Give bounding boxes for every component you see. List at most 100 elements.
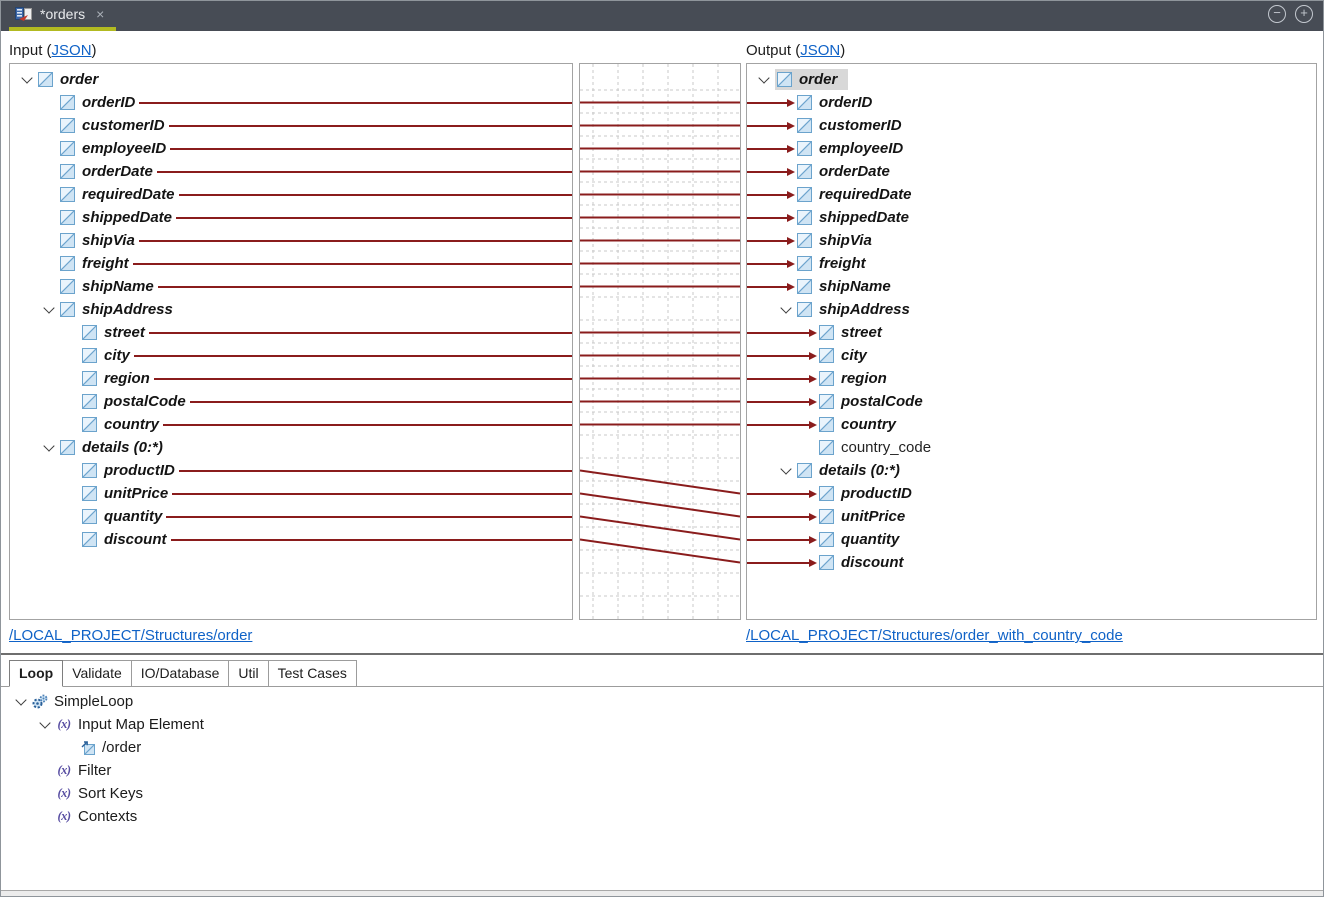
output-tree-item-unitprice[interactable]: unitPrice	[747, 505, 1316, 528]
input-tree-item-country[interactable]: country	[10, 413, 572, 436]
input-item-label: orderDate	[82, 163, 153, 180]
output-header-suffix: )	[840, 42, 846, 59]
input-tree-item-orderdate[interactable]: orderDate	[10, 160, 572, 183]
loop-tree-item-filter[interactable]: (x)Filter	[1, 759, 204, 782]
chevron-down-icon[interactable]	[11, 694, 31, 706]
output-tree-item-details-0[interactable]: details (0:*)	[747, 459, 1316, 482]
chevron-down-icon[interactable]	[753, 68, 775, 91]
output-tree-item-quantity[interactable]: quantity	[747, 528, 1316, 551]
output-tree-item-region[interactable]: region	[747, 367, 1316, 390]
input-tree-item-street[interactable]: street	[10, 321, 572, 344]
input-item-label: order	[60, 71, 99, 88]
output-json-link[interactable]: JSON	[800, 42, 841, 59]
input-tree-item-region[interactable]: region	[10, 367, 572, 390]
input-tree-item-city[interactable]: city	[10, 344, 572, 367]
mapping-line	[172, 492, 572, 495]
input-tree-item-orderid[interactable]: orderID	[10, 91, 572, 114]
element-icon	[82, 348, 97, 363]
document-tab-orders[interactable]: *orders ×	[9, 1, 112, 27]
input-tree-item-shipvia[interactable]: shipVia	[10, 229, 572, 252]
input-tree-item-productid[interactable]: productID	[10, 459, 572, 482]
input-json-link[interactable]: JSON	[51, 42, 92, 59]
input-structure-link[interactable]: /LOCAL_PROJECT/Structures/order	[9, 627, 253, 644]
input-tree-item-customerid[interactable]: customerID	[10, 114, 572, 137]
mapping-line	[153, 377, 572, 380]
input-tree-item-order[interactable]: order	[10, 68, 572, 91]
output-item-label: country	[841, 416, 897, 433]
element-icon	[819, 417, 834, 432]
loop-tree-item-sort-keys[interactable]: (x)Sort Keys	[1, 782, 204, 805]
tab-validate[interactable]: Validate	[63, 660, 132, 686]
loop-tree-item-contexts[interactable]: (x)Contexts	[1, 805, 204, 828]
input-tree-item-discount[interactable]: discount	[10, 528, 572, 551]
output-tree-item-orderdate[interactable]: orderDate	[747, 160, 1316, 183]
input-tree-item-shipaddress[interactable]: shipAddress	[10, 298, 572, 321]
chevron-spacer	[38, 206, 60, 229]
output-tree-item-shipvia[interactable]: shipVia	[747, 229, 1316, 252]
chevron-down-icon[interactable]	[38, 298, 60, 321]
input-item-label: orderID	[82, 94, 136, 111]
output-tree-item-shippeddate[interactable]: shippedDate	[747, 206, 1316, 229]
input-tree-item-unitprice[interactable]: unitPrice	[10, 482, 572, 505]
maximize-icon[interactable]: +	[1295, 5, 1313, 23]
input-tree-item-postalcode[interactable]: postalCode	[10, 390, 572, 413]
output-tree-item-postalcode[interactable]: postalCode	[747, 390, 1316, 413]
output-item-label: city	[841, 347, 867, 364]
tab-loop[interactable]: Loop	[9, 660, 64, 687]
output-tree-item-requireddate[interactable]: requiredDate	[747, 183, 1316, 206]
chevron-spacer	[60, 505, 82, 528]
output-tree-item-city[interactable]: city	[747, 344, 1316, 367]
input-tree-item-requireddate[interactable]: requiredDate	[10, 183, 572, 206]
output-tree-item-orderid[interactable]: orderID	[747, 91, 1316, 114]
output-header: Output (JSON)	[746, 42, 845, 59]
mapping-arrow	[747, 397, 817, 406]
output-tree-item-customerid[interactable]: customerID	[747, 114, 1316, 137]
output-tree-item-discount[interactable]: discount	[747, 551, 1316, 574]
output-tree-item-freight[interactable]: freight	[747, 252, 1316, 275]
input-tree-item-freight[interactable]: freight	[10, 252, 572, 275]
chevron-down-icon[interactable]	[35, 717, 55, 729]
element-icon	[797, 279, 812, 294]
output-tree-item-country[interactable]: country	[747, 413, 1316, 436]
input-tree-item-details-0[interactable]: details (0:*)	[10, 436, 572, 459]
input-tree-item-shipname[interactable]: shipName	[10, 275, 572, 298]
chevron-down-icon[interactable]	[775, 298, 797, 321]
function-icon: (x)	[57, 786, 71, 800]
input-tree-item-quantity[interactable]: quantity	[10, 505, 572, 528]
output-tree-item-shipname[interactable]: shipName	[747, 275, 1316, 298]
output-tree-item-order[interactable]: order	[747, 68, 1316, 91]
chevron-spacer	[38, 137, 60, 160]
input-tree-item-employeeid[interactable]: employeeID	[10, 137, 572, 160]
loop-tree-item-order[interactable]: /order	[1, 736, 204, 759]
mapping-arrow	[747, 420, 817, 429]
output-tree-item-street[interactable]: street	[747, 321, 1316, 344]
element-icon	[82, 532, 97, 547]
element-icon	[60, 164, 75, 179]
mapping-arrow	[747, 489, 817, 498]
mapping-canvas[interactable]	[579, 63, 741, 620]
chevron-down-icon[interactable]	[775, 459, 797, 482]
loop-tree-item-simpleloop[interactable]: SimpleLoop	[1, 690, 204, 713]
tab-io-database[interactable]: IO/Database	[131, 660, 230, 686]
bottom-strip	[1, 891, 1323, 896]
chevron-down-icon[interactable]	[38, 436, 60, 459]
output-tree-item-shipaddress[interactable]: shipAddress	[747, 298, 1316, 321]
chevron-down-icon[interactable]	[16, 68, 38, 91]
loop-tree-item-input-map-element[interactable]: (x)Input Map Element	[1, 713, 204, 736]
close-icon[interactable]: ×	[96, 6, 105, 22]
element-icon	[819, 532, 834, 547]
minimize-icon[interactable]: −	[1268, 5, 1286, 23]
input-tree-item-shippeddate[interactable]: shippedDate	[10, 206, 572, 229]
mapping-arrow	[747, 282, 795, 291]
output-tree-item-country-code[interactable]: country_code	[747, 436, 1316, 459]
input-item-label: street	[104, 324, 145, 341]
tab-util[interactable]: Util	[229, 660, 269, 686]
output-tree-item-employeeid[interactable]: employeeID	[747, 137, 1316, 160]
output-tree-item-productid[interactable]: productID	[747, 482, 1316, 505]
output-item-label: discount	[841, 554, 904, 571]
chevron-spacer	[38, 91, 60, 114]
output-structure-link[interactable]: /LOCAL_PROJECT/Structures/order_with_cou…	[746, 627, 1123, 644]
element-icon	[777, 72, 792, 87]
section-divider	[1, 653, 1323, 655]
tab-test-cases[interactable]: Test Cases	[268, 660, 357, 686]
